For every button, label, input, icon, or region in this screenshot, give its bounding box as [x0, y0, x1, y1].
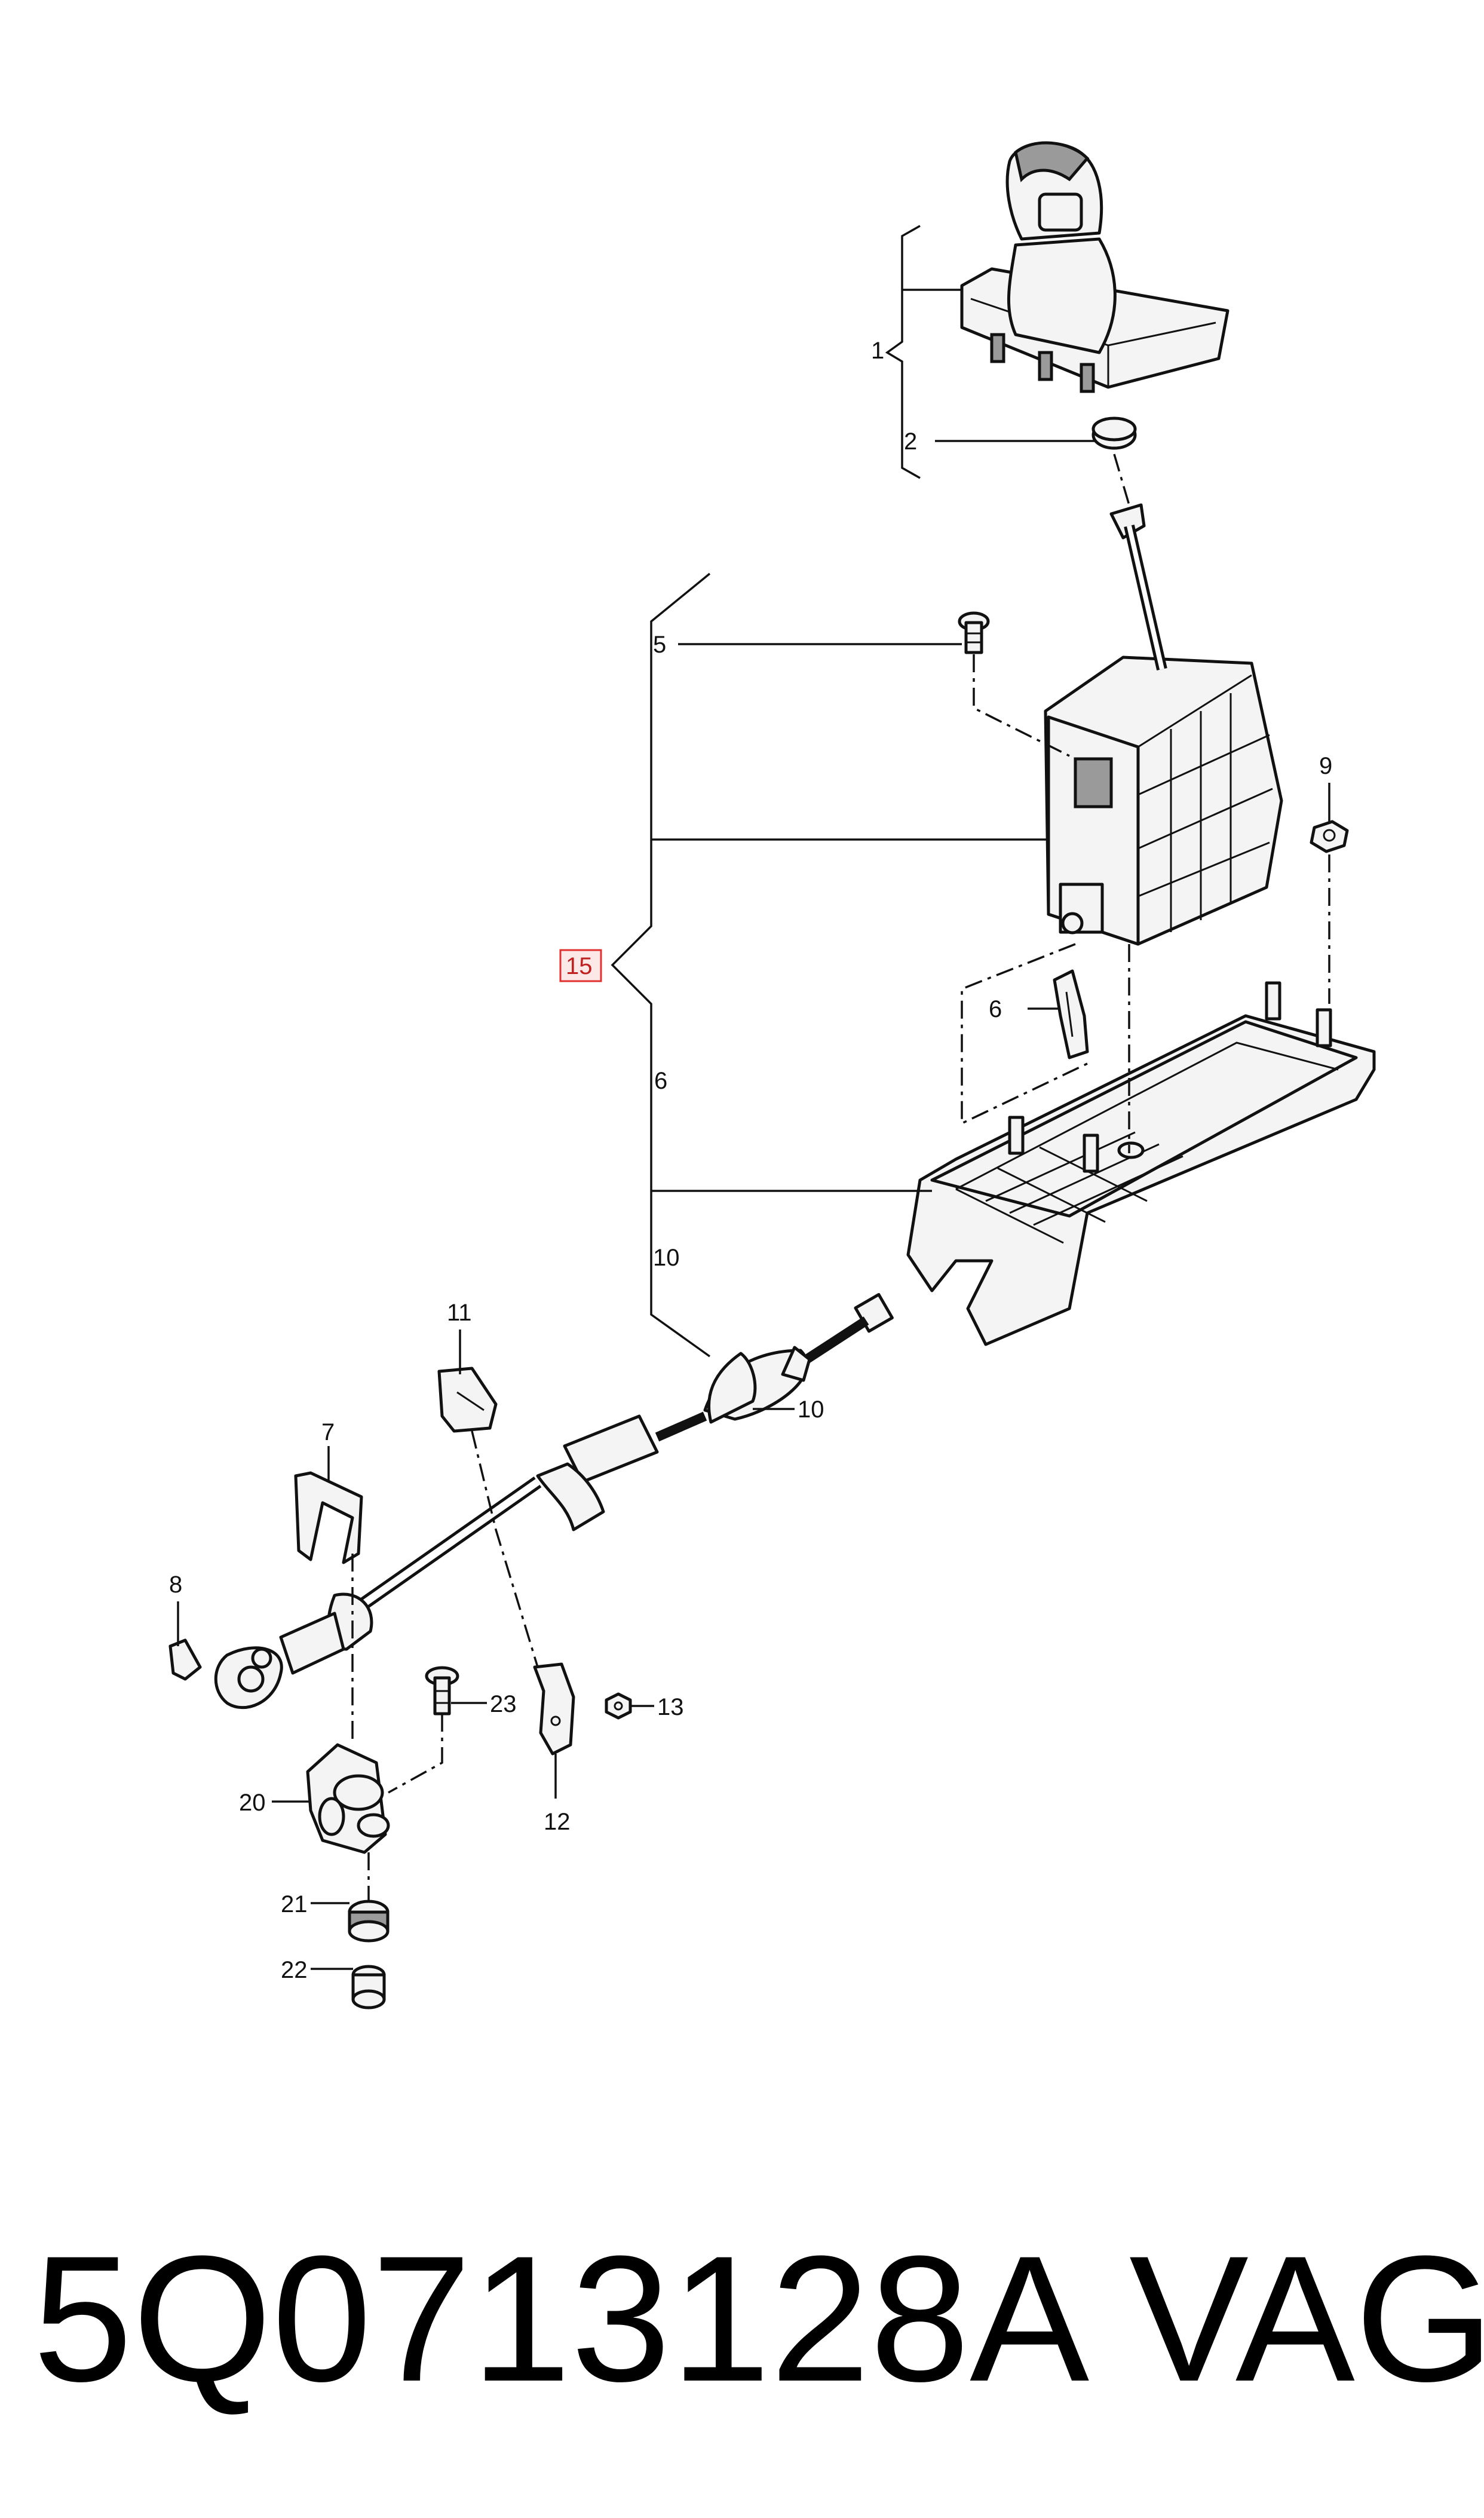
- selector-mechanism-housing: [1044, 503, 1283, 946]
- base-bracket: [906, 981, 1376, 1346]
- callout-23: 23: [490, 1691, 517, 1717]
- callout-20: 20: [239, 1790, 266, 1816]
- callout-21: 21: [281, 1891, 308, 1917]
- callout-10-group: 10: [653, 1245, 680, 1271]
- bracket-clip: [168, 1638, 202, 1681]
- callout-5: 5: [653, 632, 666, 658]
- shift-cable: [214, 1292, 894, 1710]
- hex-nut: [1310, 820, 1349, 853]
- group-bracket-5-10: [611, 572, 711, 1358]
- callout-1: 1: [871, 338, 884, 364]
- axis-line-11: [471, 1430, 539, 1668]
- spring-clip-small: [437, 1367, 498, 1433]
- callout-6: 6: [989, 996, 1002, 1022]
- callout-11: 11: [447, 1300, 472, 1326]
- axis-line-23: [388, 1714, 443, 1794]
- bolt: [958, 611, 990, 654]
- nut-small: [605, 1692, 632, 1720]
- rubber-grommet: [348, 1900, 390, 1943]
- callout-8: 8: [169, 1572, 182, 1598]
- callout-7: 7: [321, 1419, 335, 1445]
- exploded-parts-diagram: 1 2 5 15 6 10 6 9 10 11 7 8 23 13 12 20 …: [168, 141, 1376, 2010]
- axis-line-clip6: [961, 943, 1088, 1125]
- brand-name: VAG: [1129, 2218, 1484, 2419]
- retaining-ring: [1091, 416, 1137, 450]
- cable-mount-block: [306, 1743, 390, 1854]
- callout-15: 15: [566, 953, 593, 979]
- callout-12: 12: [544, 1809, 571, 1835]
- screw: [425, 1666, 459, 1716]
- part-number: 5Q0713128A: [33, 2218, 1090, 2419]
- clip-u-shaped: [294, 1471, 363, 1564]
- callout-6-group: 6: [654, 1068, 667, 1094]
- bushing-sleeve: [351, 1965, 386, 2010]
- spring-clip: [1053, 969, 1089, 1059]
- callout-13: 13: [657, 1694, 684, 1720]
- group-bracket-1-2: [885, 225, 921, 479]
- axis-line-knob: [1113, 454, 1130, 506]
- callout-10: 10: [798, 1396, 824, 1423]
- caption-bar: 5Q0713128A VAG: [0, 2199, 1484, 2438]
- mounting-bracket: [533, 1662, 575, 1756]
- gear-knob-boot: [960, 141, 1229, 393]
- callout-9: 9: [1319, 753, 1332, 779]
- axis-line-bolt: [973, 654, 1070, 757]
- callout-15-highlight: 15: [559, 949, 602, 982]
- callout-2: 2: [904, 428, 917, 455]
- callout-22: 22: [281, 1957, 308, 1983]
